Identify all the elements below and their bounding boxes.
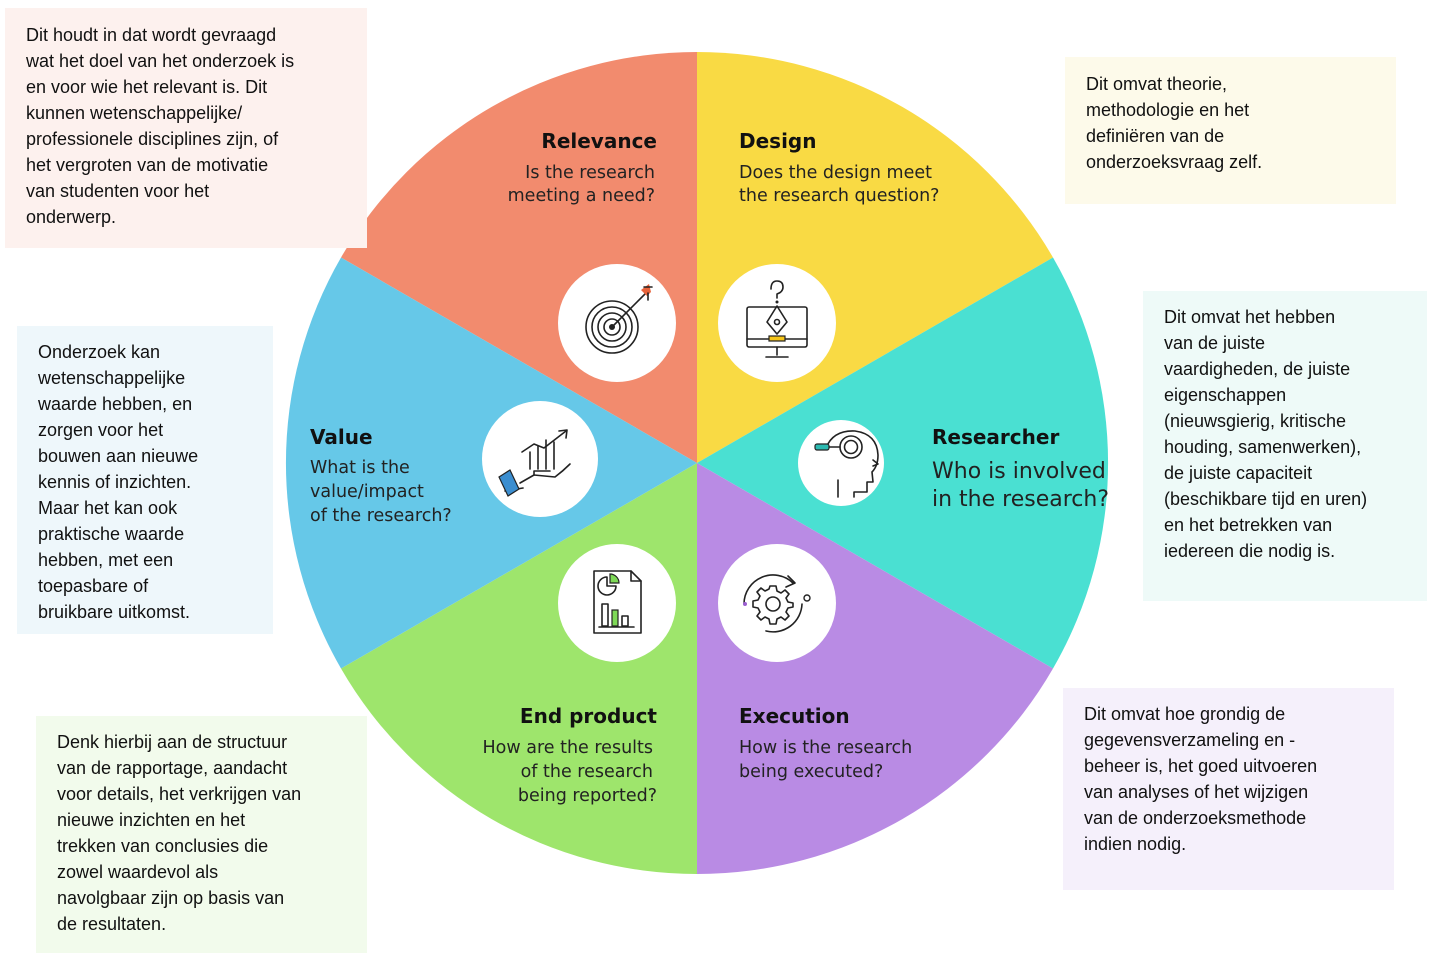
researcher-note-line: Dit omvat het hebben bbox=[1164, 307, 1336, 327]
relevance-note-line: kunnen wetenschappelijke/ bbox=[26, 103, 243, 123]
design-note-line: methodologie en het bbox=[1086, 100, 1250, 120]
researcher-note-line: iedereen die nodig is. bbox=[1164, 541, 1336, 561]
value-question-line-1: What is the bbox=[310, 458, 410, 478]
design-question-line-2: the research question? bbox=[739, 186, 939, 206]
hand-growth-icon bbox=[482, 401, 598, 517]
design-note-line: Dit omvat theorie, bbox=[1086, 74, 1228, 94]
relevance-question-line-2: meeting a need? bbox=[508, 186, 655, 206]
relevance-note-line: het vergroten van de motivatie bbox=[26, 155, 269, 175]
end-product-note-line: zowel waardevol als bbox=[57, 862, 219, 882]
end-product-title: End product bbox=[520, 704, 658, 728]
value-title: Value bbox=[310, 425, 373, 449]
value-note-line: Onderzoek kan bbox=[38, 342, 161, 362]
design-note-line: onderzoeksvraag zelf. bbox=[1086, 152, 1263, 172]
researcher-note-line: (nieuwsgierig, kritische bbox=[1164, 411, 1347, 431]
relevance-note-line: professionele disciplines zijn, of bbox=[26, 129, 279, 149]
end-product-note-line: trekken van conclusies die bbox=[57, 836, 269, 856]
value-note-line: Maar het kan ook bbox=[38, 498, 178, 518]
researcher-title: Researcher bbox=[932, 425, 1059, 449]
value-note-line: hebben, met een bbox=[38, 550, 174, 570]
value-note-line: kennis of inzichten. bbox=[38, 472, 192, 492]
value-note-line: praktische waarde bbox=[38, 524, 185, 544]
relevance-note-line: wat het doel van het onderzoek is bbox=[26, 51, 295, 71]
researcher-question-line-2: in the research? bbox=[932, 487, 1109, 512]
researcher-segment[interactable] bbox=[697, 257, 1109, 669]
value-note-line: toepasbare of bbox=[38, 576, 149, 596]
end-product-note-line: van de rapportage, aandacht bbox=[57, 758, 288, 778]
end-product-note-line: Denk hierbij aan de structuur bbox=[57, 732, 288, 752]
relevance-note-line: Dit houdt in dat wordt gevraagd bbox=[26, 25, 277, 45]
value-note: Onderzoek kan wetenschappelijke waarde h… bbox=[17, 326, 273, 634]
value-question-line-2: value/impact bbox=[310, 482, 424, 502]
execution-title: Execution bbox=[739, 704, 850, 728]
end-product-note-line: nieuwe inzichten en het bbox=[57, 810, 246, 830]
value-note-line: zorgen voor het bbox=[38, 420, 164, 440]
execution-note-line: indien nodig. bbox=[1084, 834, 1187, 854]
relevance-note-line: onderwerp. bbox=[26, 207, 117, 227]
execution-note-line: Dit omvat hoe grondig de bbox=[1084, 704, 1286, 724]
researcher-question-line-1: Who is involved bbox=[932, 459, 1106, 484]
execution-note: Dit omvat hoe grondig de gegevensverzame… bbox=[1063, 688, 1394, 890]
researcher-note: Dit omvat het hebben van de juiste vaard… bbox=[1143, 291, 1427, 601]
execution-note-line: van de onderzoeksmethode bbox=[1084, 808, 1307, 828]
end-product-question-line-1: How are the results bbox=[482, 738, 653, 758]
value-note-line: bouwen aan nieuwe bbox=[38, 446, 199, 466]
relevance-note-line: en voor wie het relevant is. Dit bbox=[26, 77, 268, 97]
researcher-note-line: van de juiste bbox=[1164, 333, 1266, 353]
end-product-note-line: de resultaten. bbox=[57, 914, 167, 934]
researcher-note-line: de juiste capaciteit bbox=[1164, 463, 1313, 483]
researcher-note-line: en het betrekken van bbox=[1164, 515, 1333, 535]
target-icon bbox=[558, 264, 676, 382]
execution-question-line-1: How is the research bbox=[739, 738, 912, 758]
value-question-line-3: of the research? bbox=[310, 506, 452, 526]
monitor-pen-icon bbox=[718, 264, 836, 382]
relevance-note: Dit houdt in dat wordt gevraagd wat het … bbox=[5, 8, 367, 248]
design-note-line: definiëren van de bbox=[1086, 126, 1225, 146]
design-question-line-1: Does the design meet bbox=[739, 163, 932, 183]
design-title: Design bbox=[739, 129, 816, 153]
value-note-line: bruikbare uitkomst. bbox=[38, 602, 191, 622]
end-product-note: Denk hierbij aan de structuur van de rap… bbox=[36, 716, 367, 953]
execution-note-line: gegevensverzameling en - bbox=[1084, 730, 1296, 750]
end-product-note-line: navolgbaar zijn op basis van bbox=[57, 888, 285, 908]
end-product-note-line: voor details, het verkrijgen van bbox=[57, 784, 302, 804]
execution-note-line: van analyses of het wijzigen bbox=[1084, 782, 1309, 802]
execution-question-line-2: being executed? bbox=[739, 762, 883, 782]
researcher-note-line: houding, samenwerken), bbox=[1164, 437, 1362, 457]
report-chart-icon bbox=[558, 544, 676, 662]
gear-cycle-icon bbox=[718, 544, 836, 662]
researcher-note-line: eigenschappen bbox=[1164, 385, 1287, 405]
relevance-note-line: van studenten voor het bbox=[26, 181, 210, 201]
value-note-line: wetenschappelijke bbox=[38, 368, 186, 388]
end-product-question-line-2: of the research bbox=[521, 762, 653, 782]
head-magnifier-icon bbox=[798, 420, 884, 506]
end-product-question-line-3: being reported? bbox=[518, 786, 657, 806]
researcher-note-line: (beschikbare tijd en uren) bbox=[1164, 489, 1368, 509]
value-note-line: waarde hebben, en bbox=[38, 394, 193, 414]
researcher-note-line: vaardigheden, de juiste bbox=[1164, 359, 1351, 379]
execution-note-line: beheer is, het goed uitvoeren bbox=[1084, 756, 1318, 776]
relevance-title: Relevance bbox=[541, 129, 657, 153]
relevance-question-line-1: Is the research bbox=[525, 163, 655, 183]
design-note: Dit omvat theorie, methodologie en het d… bbox=[1065, 57, 1396, 204]
